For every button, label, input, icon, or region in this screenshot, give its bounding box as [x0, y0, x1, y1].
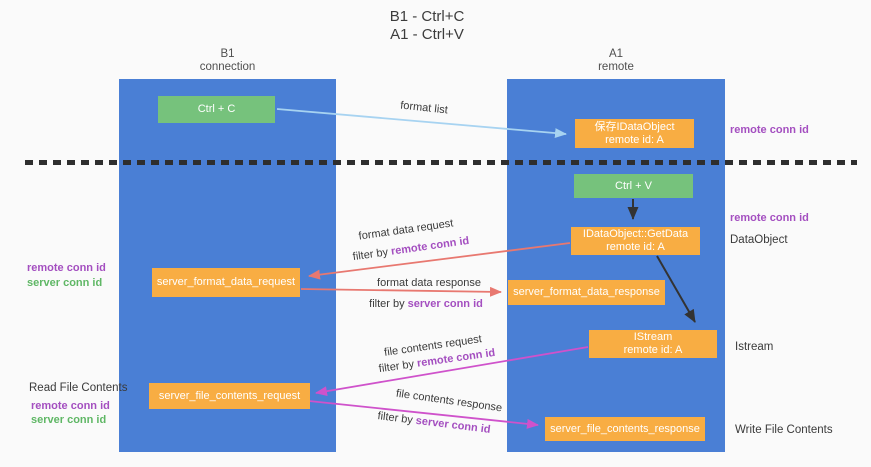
- node-ctrl-v: Ctrl + V: [574, 174, 693, 198]
- annotation-istream: Istream: [735, 341, 774, 353]
- node-idataobject-getdata-line1: IDataObject::GetData: [582, 228, 689, 240]
- node-server-format-data-response-label: server_format_data_response: [513, 286, 660, 298]
- label-file-contents-response-filter: filter by server conn id: [377, 410, 491, 436]
- lifeline-header-b1: B1 connection: [119, 48, 336, 74]
- annotation-left-remote-conn-id-mid: remote conn id: [27, 262, 106, 274]
- diagram-title-line2: A1 - Ctrl+V: [390, 26, 464, 43]
- filter-key-remote-conn-id: remote conn id: [390, 234, 470, 258]
- diagram-title: B1 - Ctrl+C A1 - Ctrl+V: [0, 8, 854, 44]
- node-ctrl-c-label: Ctrl + C: [197, 103, 236, 115]
- session-divider-dashed-line: [25, 160, 857, 165]
- annotation-left-server-conn-id-bottom: server conn id: [31, 414, 107, 426]
- node-ctrl-v-label: Ctrl + V: [615, 179, 652, 192]
- node-save-idataobject: 保存IDataObject remote id: A: [575, 119, 694, 148]
- annotation-left-server-conn-id-mid: server conn id: [27, 277, 103, 289]
- filter-by-text: filter by: [376, 410, 417, 427]
- node-istream-line2: remote id: A: [623, 344, 683, 356]
- lifeline-a1-role: remote: [598, 61, 634, 73]
- node-idataobject-getdata: IDataObject::GetData remote id: A: [571, 227, 700, 255]
- annotation-write-file-contents: Write File Contents: [735, 424, 833, 436]
- label-format-data-response: format data response: [377, 277, 481, 289]
- annotation-dataobject: DataObject: [730, 234, 788, 246]
- node-server-format-data-request-label: server_format_data_request: [156, 276, 296, 288]
- node-ctrl-c: Ctrl + C: [158, 96, 275, 123]
- lifeline-b1-name: B1: [220, 48, 235, 60]
- node-server-file-contents-response: server_file_contents_response: [545, 417, 705, 441]
- filter-by-text: filter by: [369, 298, 408, 310]
- node-server-file-contents-response-label: server_file_contents_response: [550, 422, 700, 435]
- lifeline-a1-name: A1: [608, 48, 624, 60]
- node-istream-line1: IStream: [633, 331, 673, 343]
- annotation-read-file-contents: Read File Contents: [29, 382, 128, 394]
- annotation-remote-conn-id-top: remote conn id: [730, 124, 809, 136]
- node-save-idataobject-line1: 保存IDataObject: [594, 120, 675, 133]
- filter-by-text: filter by: [352, 245, 392, 264]
- node-server-format-data-response: server_format_data_response: [508, 280, 665, 305]
- node-istream: IStream remote id: A: [589, 330, 717, 358]
- node-server-format-data-request: server_format_data_request: [152, 268, 300, 297]
- lifeline-b1-role: connection: [199, 61, 256, 73]
- filter-by-text: filter by: [378, 357, 418, 376]
- annotation-remote-conn-id-mid: remote conn id: [730, 212, 809, 224]
- node-server-file-contents-request: server_file_contents_request: [149, 383, 310, 409]
- node-server-file-contents-request-label: server_file_contents_request: [158, 389, 301, 402]
- label-format-list: format list: [399, 99, 449, 117]
- diagram-title-line1: B1 - Ctrl+C: [389, 8, 465, 25]
- label-file-contents-response: file contents response: [395, 387, 503, 415]
- label-format-data-response-filter: filter by server conn id: [369, 298, 483, 310]
- node-idataobject-getdata-line2: remote id: A: [606, 241, 665, 253]
- node-save-idataobject-line2: remote id: A: [605, 133, 664, 146]
- annotation-left-remote-conn-id-bottom: remote conn id: [31, 400, 110, 412]
- lifeline-header-a1: A1 remote: [507, 48, 725, 74]
- filter-key-server-conn-id: server conn id: [415, 414, 492, 436]
- filter-key-server-conn-id: server conn id: [407, 298, 483, 310]
